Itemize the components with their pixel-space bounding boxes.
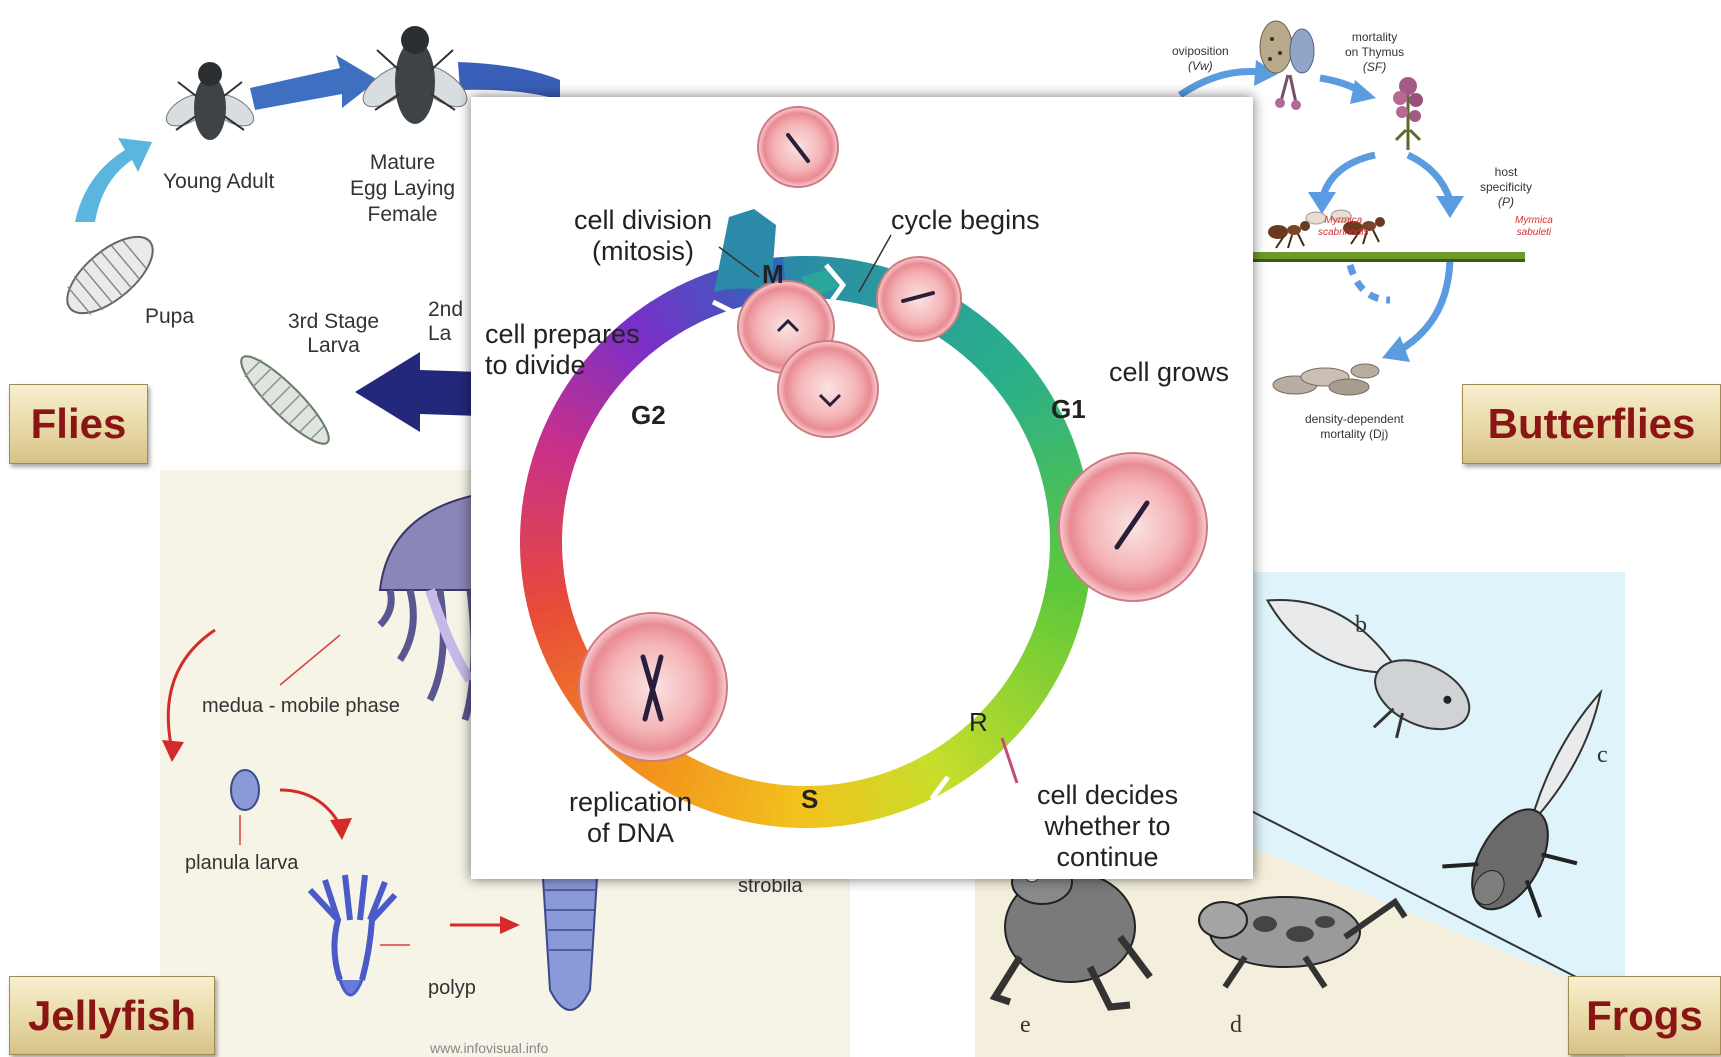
frog-label-e: e: [1020, 1012, 1031, 1039]
cell-icon: [579, 613, 727, 761]
ant-right-label: Myrmica sabuleti: [1515, 215, 1553, 239]
phase-s-label: S: [801, 784, 818, 815]
credit-label: www.infovisual.info: [430, 1040, 548, 1056]
planula-icon: [231, 770, 259, 810]
phase-m-label: M: [762, 259, 784, 290]
arrow-icon: [458, 62, 560, 100]
fly-icon: [161, 62, 259, 140]
arrow-icon: [250, 55, 378, 110]
jellyfish-tag: Jellyfish: [9, 976, 215, 1055]
cell-prepares-label: cell prepares to divide: [485, 319, 640, 381]
cell-icon: [877, 257, 961, 341]
phase-g1-label: G1: [1051, 394, 1086, 425]
larva-icon: [1273, 364, 1379, 395]
second-stage-larva-label: 2nd La: [428, 298, 463, 346]
arrow-icon: [280, 790, 340, 825]
arrow-icon: [75, 138, 152, 222]
frog-icon: [1199, 897, 1405, 987]
frog-icon: [995, 860, 1150, 1007]
arrow-icon: [355, 352, 480, 432]
host-specificity-text: host specificity: [1480, 165, 1532, 194]
mortality-label: mortality on Thymus (SF): [1345, 30, 1404, 75]
mortality-text: mortality on Thymus: [1345, 30, 1404, 59]
mortality-symbol: (SF): [1363, 60, 1386, 74]
arrow-icon: [168, 630, 215, 750]
arrow-icon: [1408, 155, 1450, 200]
polyp-icon: [310, 875, 395, 995]
oviposition-text: oviposition: [1172, 44, 1229, 58]
frog-label-d: d: [1230, 1012, 1242, 1039]
replication-label: replication of DNA: [569, 787, 692, 849]
cell-division-label: cell division (mitosis): [574, 205, 712, 267]
fly-icon: [356, 26, 473, 124]
density-mortality-label: density-dependent mortality (Dj): [1305, 412, 1404, 442]
plant-icon: [1393, 77, 1423, 150]
cell-icon: [758, 107, 838, 187]
pupa-label: Pupa: [145, 305, 194, 329]
host-specificity-label: host specificity (P): [1480, 165, 1532, 210]
cell-grows-label: cell grows: [1109, 357, 1229, 388]
planula-label: planula larva: [185, 852, 298, 875]
frogs-tag: Frogs: [1568, 976, 1721, 1055]
cell-icon: [1059, 453, 1207, 601]
ant-left-label: Myrmica scabrinodis: [1318, 215, 1369, 239]
butterfly-icon: [1260, 21, 1314, 110]
host-specificity-symbol: (P): [1498, 195, 1514, 209]
phase-g2-label: G2: [631, 400, 666, 431]
oviposition-label: oviposition (Vw): [1172, 44, 1229, 74]
larva-icon: [232, 347, 338, 453]
cell-decides-label: cell decides whether to continue: [1037, 780, 1178, 873]
butterflies-tag: Butterflies: [1462, 384, 1721, 464]
medusa-label: medua - mobile phase: [202, 695, 400, 718]
restriction-point-label: R: [969, 707, 988, 738]
oviposition-symbol: (Vw): [1188, 59, 1213, 73]
cell-cycle-panel: cell division (mitosis) cycle begins cel…: [471, 97, 1253, 879]
arrow-icon: [1400, 255, 1450, 350]
frog-label-b: b: [1355, 612, 1367, 639]
third-stage-larva-label: 3rd Stage Larva: [288, 310, 379, 358]
polyp-label: polyp: [428, 977, 476, 1000]
cycle-begins-label: cycle begins: [891, 205, 1040, 236]
flies-tag: Flies: [9, 384, 148, 464]
young-adult-label: Young Adult: [163, 170, 274, 194]
frog-label-c: c: [1597, 742, 1608, 769]
arrow-icon: [1180, 71, 1260, 95]
cell-icon: [738, 281, 878, 437]
mature-female-label: Mature Egg Laying Female: [350, 150, 455, 228]
